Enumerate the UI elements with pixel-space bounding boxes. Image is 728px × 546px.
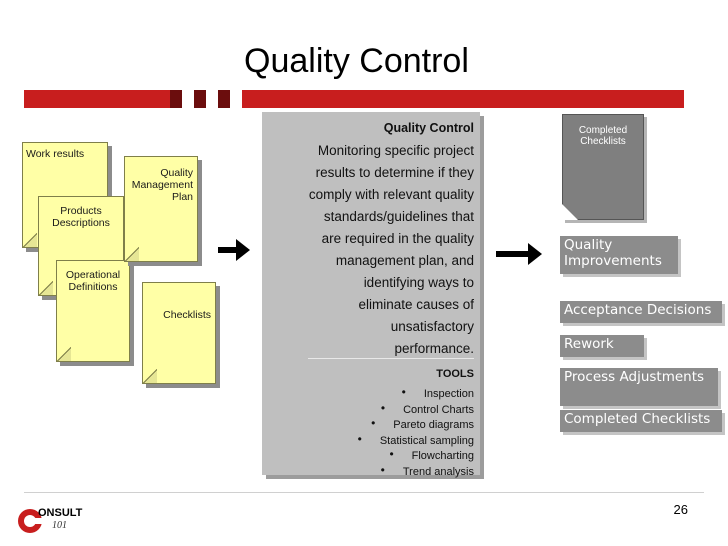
output-completed-checklists: Completed Checklists (560, 410, 722, 432)
page-fold (125, 247, 139, 261)
right-arrow-icon (218, 239, 250, 261)
work-results-label: Work results (26, 148, 85, 160)
footer-line (24, 492, 704, 493)
tool-item: Statistical sampling (379, 434, 474, 447)
right-arrow-icon (496, 243, 542, 265)
page-fold (57, 347, 71, 361)
output-process-adjustments: Process Adjustments (560, 368, 718, 406)
tool-item: Inspection (423, 388, 474, 400)
page-fold (143, 369, 157, 383)
description-line: are required in the quality (321, 231, 474, 246)
bullet-icon: • (380, 400, 386, 415)
description-line: unsatisfactory (390, 319, 474, 334)
tool-item: Flowcharting (411, 450, 474, 462)
completed-checklists-doc-label: Completed Checklists (578, 125, 628, 147)
bullet-icon: • (357, 431, 362, 446)
page-fold (39, 281, 53, 295)
page-number: 26 (673, 502, 688, 517)
logo-subtext: 101 (52, 520, 67, 531)
page-title: Quality Control (244, 42, 469, 80)
checklists-label: Checklists (163, 309, 211, 321)
logo-mark-icon (18, 509, 44, 533)
operational-definitions-label: Operational Definitions (65, 269, 121, 293)
quality-control-panel: Quality Control Monitoring specific proj… (262, 112, 480, 478)
quality-management-plan-doc: Quality Management Plan (124, 156, 198, 262)
page-fold (562, 204, 578, 220)
output-quality-improvements: Quality Improvements (560, 236, 678, 274)
accent-square (218, 90, 230, 108)
bullet-icon: • (389, 447, 394, 461)
checklists-doc: Checklists (142, 282, 216, 384)
process-header: Quality Control (383, 121, 474, 135)
description-line: performance. (394, 341, 474, 356)
page-fold (23, 233, 37, 247)
description-line: comply with relevant quality (308, 187, 474, 202)
tool-item: Control Charts (403, 403, 474, 416)
quality-management-plan-label: Quality Management Plan (131, 167, 193, 203)
output-rework: Rework (560, 335, 644, 357)
operational-definitions-doc: Operational Definitions (56, 260, 130, 362)
description-line: eliminate causes of (358, 297, 474, 312)
description-line: standards/guidelines that (323, 209, 474, 224)
tools-header: TOOLS (436, 368, 474, 380)
description-line: management plan, and (335, 253, 474, 268)
accent-square (206, 90, 218, 108)
bullet-icon: • (371, 416, 376, 430)
accent-square (182, 90, 194, 108)
description-line: Monitoring specific project (317, 143, 474, 158)
tool-item: Trend analysis (402, 465, 474, 478)
description-line: results to determine if they (315, 165, 474, 180)
products-descriptions-doc: Products Descriptions (38, 196, 124, 296)
tool-item: Pareto diagrams (393, 419, 474, 431)
divider (308, 358, 474, 359)
accent-square (194, 90, 206, 108)
output-acceptance-decisions: Acceptance Decisions (560, 301, 722, 323)
bullet-icon: • (380, 462, 385, 477)
logo-text: ONSULT (38, 507, 83, 519)
accent-square (230, 90, 242, 108)
title-accent-bar (24, 90, 684, 108)
consult-logo: ONSULT 101 (16, 504, 96, 538)
description-line: identifying ways to (363, 275, 474, 290)
bullet-icon: • (401, 385, 406, 399)
accent-square (170, 90, 182, 108)
completed-checklists-doc: Completed Checklists (562, 114, 644, 220)
products-descriptions-label: Products Descriptions (52, 205, 110, 229)
